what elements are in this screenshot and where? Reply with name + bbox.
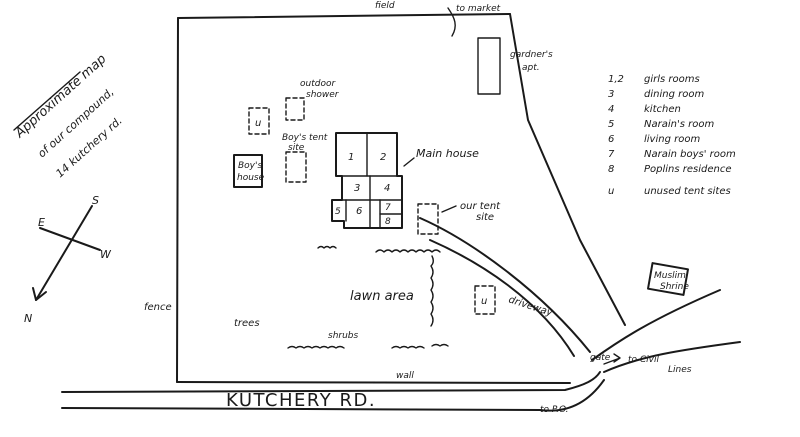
fence-label: fence (144, 302, 172, 313)
main-house-pointer (403, 157, 415, 167)
unused-marker-lawn: u (481, 296, 487, 307)
legend-key-1: 1,2 (608, 74, 624, 85)
outdoor-shower (285, 97, 305, 121)
unused-marker-left: u (255, 118, 261, 129)
gate-arrow (603, 353, 621, 365)
room-4: 4 (384, 183, 390, 194)
civil-lines-label-1: to Civil (628, 355, 660, 365)
boys-house-label-1: Boy's (238, 161, 262, 171)
compass-west: W (100, 248, 112, 261)
lawn-area-label: lawn area (350, 289, 414, 304)
to-po-label: to P.O. (540, 405, 569, 415)
legend-text-2: dining room (644, 89, 704, 100)
room-2: 2 (380, 152, 386, 163)
room-3: 3 (354, 183, 360, 194)
trees-label: trees (234, 318, 260, 329)
muslim-shrine (647, 262, 689, 296)
our-tent-label-1: our tent (460, 201, 501, 212)
room-7: 7 (385, 203, 391, 213)
legend-text-6: Narain boys' room (644, 149, 736, 160)
path-to-market (447, 7, 456, 37)
main-house: 1 2 3 4 5 6 7 8 (331, 132, 403, 229)
shrine-label-2: Shrine (660, 282, 689, 292)
room-6: 6 (356, 206, 362, 217)
room-1: 1 (348, 152, 354, 163)
civil-lines-label-2: Lines (668, 365, 692, 375)
map-title: Approximate map of our compound, 14 kutc… (12, 52, 125, 181)
shower-label-1: outdoor (300, 79, 336, 89)
wall-label: wall (396, 371, 414, 381)
compound-boundary (176, 13, 626, 384)
kutchery-road-label: KUTCHERY RD. (226, 390, 376, 411)
legend-text-8: unused tent sites (644, 186, 731, 197)
unused-tent-site-left (248, 107, 270, 135)
legend-text-5: living room (644, 134, 700, 145)
compass-north: N (24, 312, 32, 325)
to-market-label: to market (456, 4, 501, 14)
shower-label-2: shower (306, 90, 340, 100)
legend-key-4: 5 (608, 119, 614, 130)
boys-tent-label-2: site (288, 143, 305, 153)
shrubs-label: shrubs (328, 331, 359, 341)
legend-text-1: girls rooms (644, 74, 700, 85)
gardener-label-1: gardner's (510, 50, 553, 60)
civil-lines-road-lower (603, 341, 741, 373)
shrub-line (287, 343, 449, 349)
legend: 1,2 girls rooms 3 dining room 4 kitchen … (608, 74, 736, 197)
kutchery-road-bottom-edge (61, 379, 605, 412)
boys-house (233, 154, 263, 188)
compass-south: S (92, 194, 99, 207)
driveway-edge-outer (419, 217, 591, 353)
legend-text-3: kitchen (644, 104, 681, 115)
legend-key-5: 6 (608, 134, 614, 145)
field-label: field (375, 1, 395, 11)
unused-tent-site-lawn (474, 285, 496, 315)
legend-text-7: Poplins residence (644, 164, 732, 175)
legend-key-6: 7 (608, 149, 615, 160)
legend-key-3: 4 (608, 104, 614, 115)
compass-east: E (38, 216, 45, 229)
gardener-label-2: apt. (522, 63, 540, 73)
our-tent-pointer (441, 205, 457, 213)
boys-house-label-2: house (237, 173, 265, 183)
legend-key-7: 8 (608, 164, 614, 175)
legend-key-8: u (608, 186, 614, 197)
our-tent-label-2: site (476, 212, 494, 223)
tree-line-top (317, 245, 441, 327)
legend-key-2: 3 (608, 89, 614, 100)
legend-text-4: Narain's room (644, 119, 714, 130)
room-8: 8 (385, 217, 391, 227)
compass: S E W N (24, 194, 112, 325)
room-5: 5 (335, 207, 341, 217)
boys-tent-label-1: Boy's tent (282, 133, 328, 143)
boys-tent-site (285, 151, 307, 183)
driveway-edge-inner (429, 239, 575, 357)
gate-label: gate (590, 353, 611, 363)
gardener-apartment (477, 37, 501, 95)
kutchery-road-top-edge (61, 371, 601, 393)
driveway-label: driveway (507, 294, 555, 319)
civil-lines-road-upper (591, 289, 721, 361)
our-tent-site (417, 203, 439, 235)
main-house-label: Main house (416, 147, 479, 160)
shrine-label-1: Muslim (654, 271, 686, 281)
